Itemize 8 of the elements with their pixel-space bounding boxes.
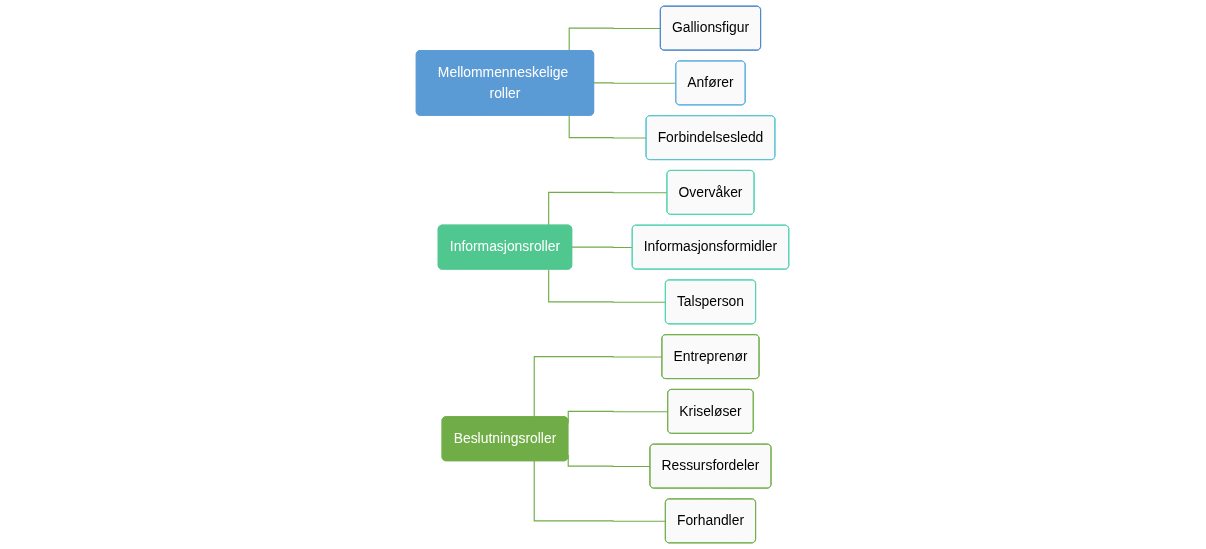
connector xyxy=(593,82,678,84)
connector xyxy=(571,246,634,249)
connector xyxy=(548,268,667,303)
connector xyxy=(548,191,669,227)
connector xyxy=(534,356,664,418)
connector xyxy=(569,115,648,139)
connector xyxy=(569,27,662,52)
connector xyxy=(534,460,667,522)
